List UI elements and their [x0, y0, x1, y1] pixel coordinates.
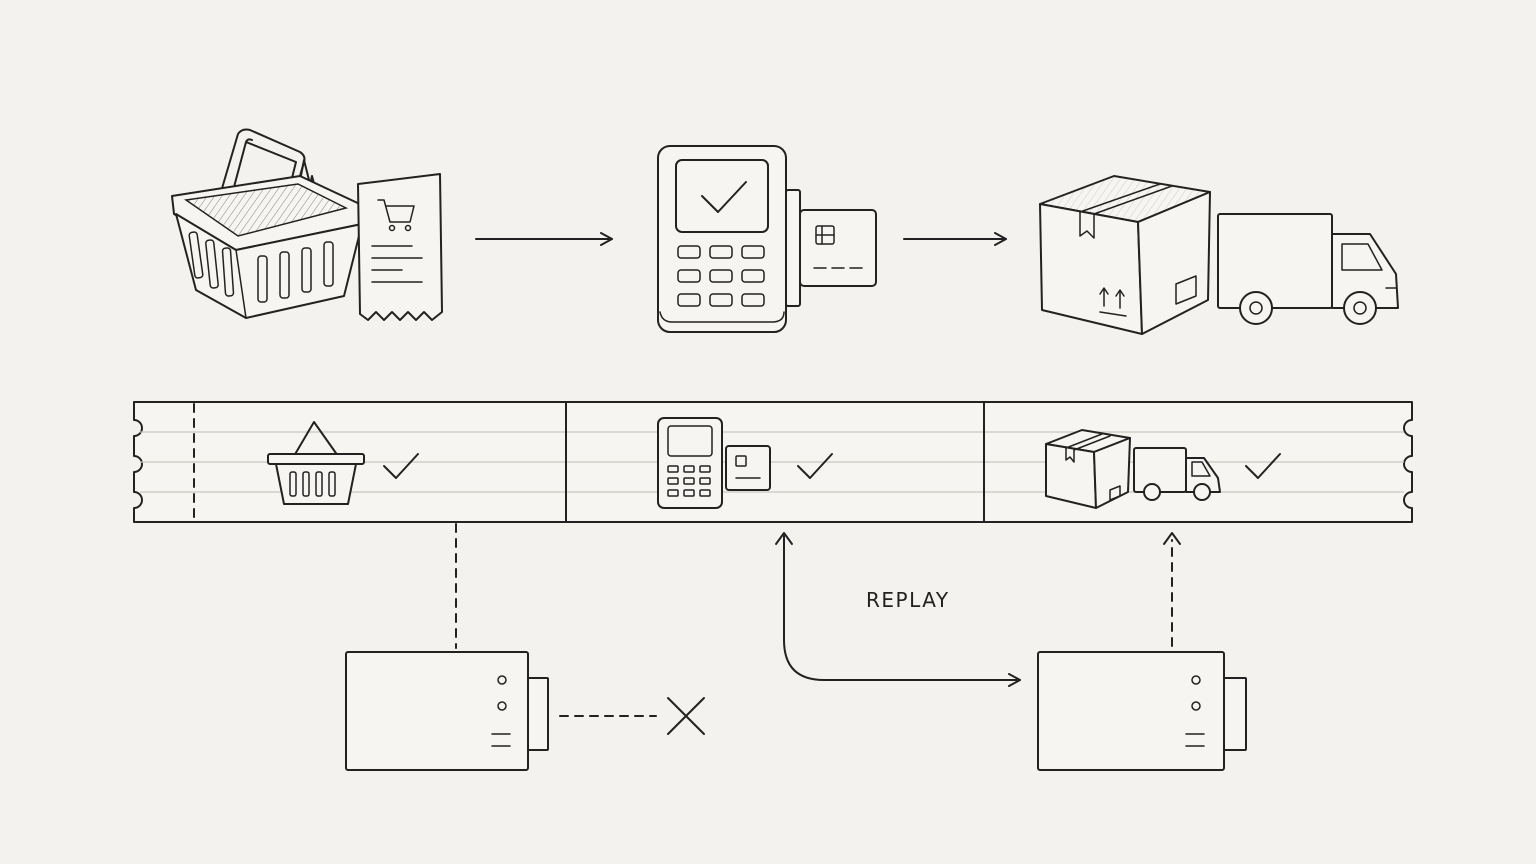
check-icon — [701, 181, 747, 213]
consumer-right-arrowhead — [1163, 532, 1181, 545]
log-segment-2 — [657, 417, 833, 509]
package-and-truck — [1039, 175, 1399, 335]
replay-label: REPLAY — [866, 588, 950, 612]
delivery-truck-icon — [1133, 447, 1221, 501]
check-icon — [383, 453, 419, 479]
card-terminal-icon — [657, 417, 771, 509]
failure-x-icon — [667, 697, 705, 735]
replay-arrowhead-up — [775, 532, 793, 545]
log-segment-1 — [267, 421, 419, 505]
replay-path — [783, 535, 1021, 687]
check-icon — [1245, 453, 1281, 479]
payment-terminal — [657, 145, 877, 333]
shopping-basket-icon — [267, 421, 365, 505]
event-log-tape — [133, 401, 1413, 523]
check-icon — [797, 453, 833, 479]
basket-with-receipt — [171, 128, 443, 321]
package-box-icon — [1045, 429, 1131, 509]
receipt-icon — [357, 173, 443, 321]
consumer-server-right — [1037, 651, 1247, 771]
credit-card-icon — [785, 189, 877, 307]
delivery-truck-icon — [1217, 213, 1399, 325]
card-terminal-icon — [657, 145, 787, 333]
consumer-server-left — [345, 651, 549, 771]
package-box-icon — [1039, 175, 1211, 335]
shopping-basket-icon — [171, 128, 365, 319]
log-segment-3 — [1045, 429, 1281, 509]
